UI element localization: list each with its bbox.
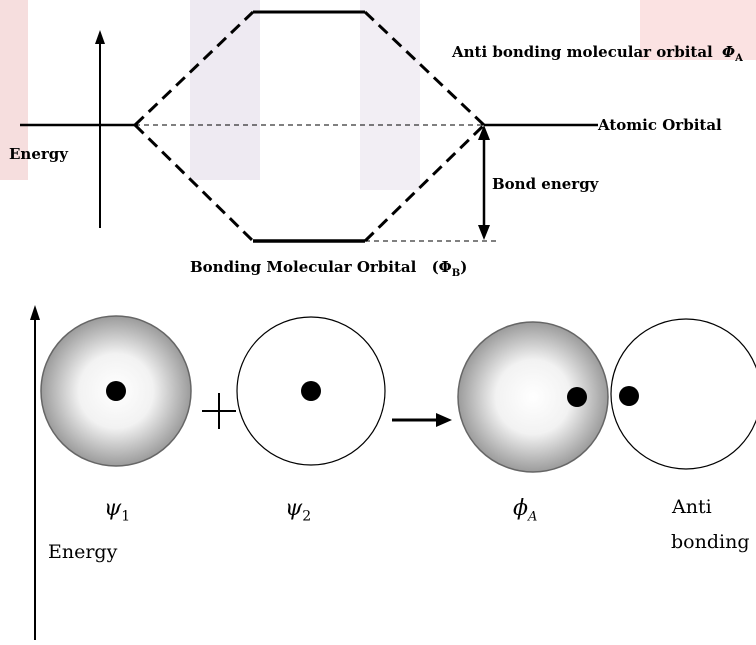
bonding-label-bottom: bonding xyxy=(671,531,750,553)
bond-energy-arrow xyxy=(478,125,490,240)
energy-label-top: Energy xyxy=(9,145,68,163)
anti-bonding-phi-subscript: A xyxy=(735,53,743,64)
plus-sign xyxy=(202,393,236,429)
energy-axis-bottom xyxy=(30,305,40,640)
anti-bonding-text: Anti bonding molecular orbital xyxy=(452,43,713,61)
orbital-phiA-right-lobe xyxy=(610,318,756,470)
anti-bonding-mo-label: Anti bonding molecular orbital ΦA xyxy=(452,43,743,64)
background-band-middle xyxy=(190,0,260,180)
psi1-label: ψ1 xyxy=(104,496,130,524)
phiA-subscript: A xyxy=(528,509,538,525)
psi2-symbol: ψ xyxy=(285,496,303,521)
atomic-orbital-label: Atomic Orbital xyxy=(598,116,722,134)
combination-arrow xyxy=(392,413,452,427)
energy-label-bottom: Energy xyxy=(48,541,118,563)
phiA-symbol: ϕ xyxy=(513,496,528,521)
energy-axis-top xyxy=(95,30,105,228)
psi1-subscript: 1 xyxy=(121,508,131,525)
orbital-psi2 xyxy=(236,316,386,466)
anti-label: Anti xyxy=(672,496,712,518)
psi2-label: ψ2 xyxy=(285,496,311,524)
psi1-symbol: ψ xyxy=(104,496,122,521)
psi2-subscript: 2 xyxy=(302,508,312,525)
background-band-middle-2 xyxy=(360,0,420,190)
bonding-text: Bonding Molecular Orbital xyxy=(190,258,417,276)
bonding-mo-label: Bonding Molecular Orbital (ΦB) xyxy=(190,258,467,279)
bond-energy-label: Bond energy xyxy=(492,175,599,193)
correlation-dashed-lines xyxy=(133,10,486,243)
orbital-phiA-left-lobe xyxy=(457,321,609,473)
background-band-right xyxy=(640,0,756,60)
bonding-phi-symbol: (Φ xyxy=(431,258,452,276)
orbital-psi1 xyxy=(40,315,192,467)
bonding-phi-close: ) xyxy=(460,258,468,276)
anti-bonding-phi-symbol: Φ xyxy=(721,43,736,61)
phiA-label: ϕA xyxy=(513,496,537,524)
background-band-left xyxy=(0,0,28,180)
bonding-phi-subscript: B xyxy=(451,268,461,279)
